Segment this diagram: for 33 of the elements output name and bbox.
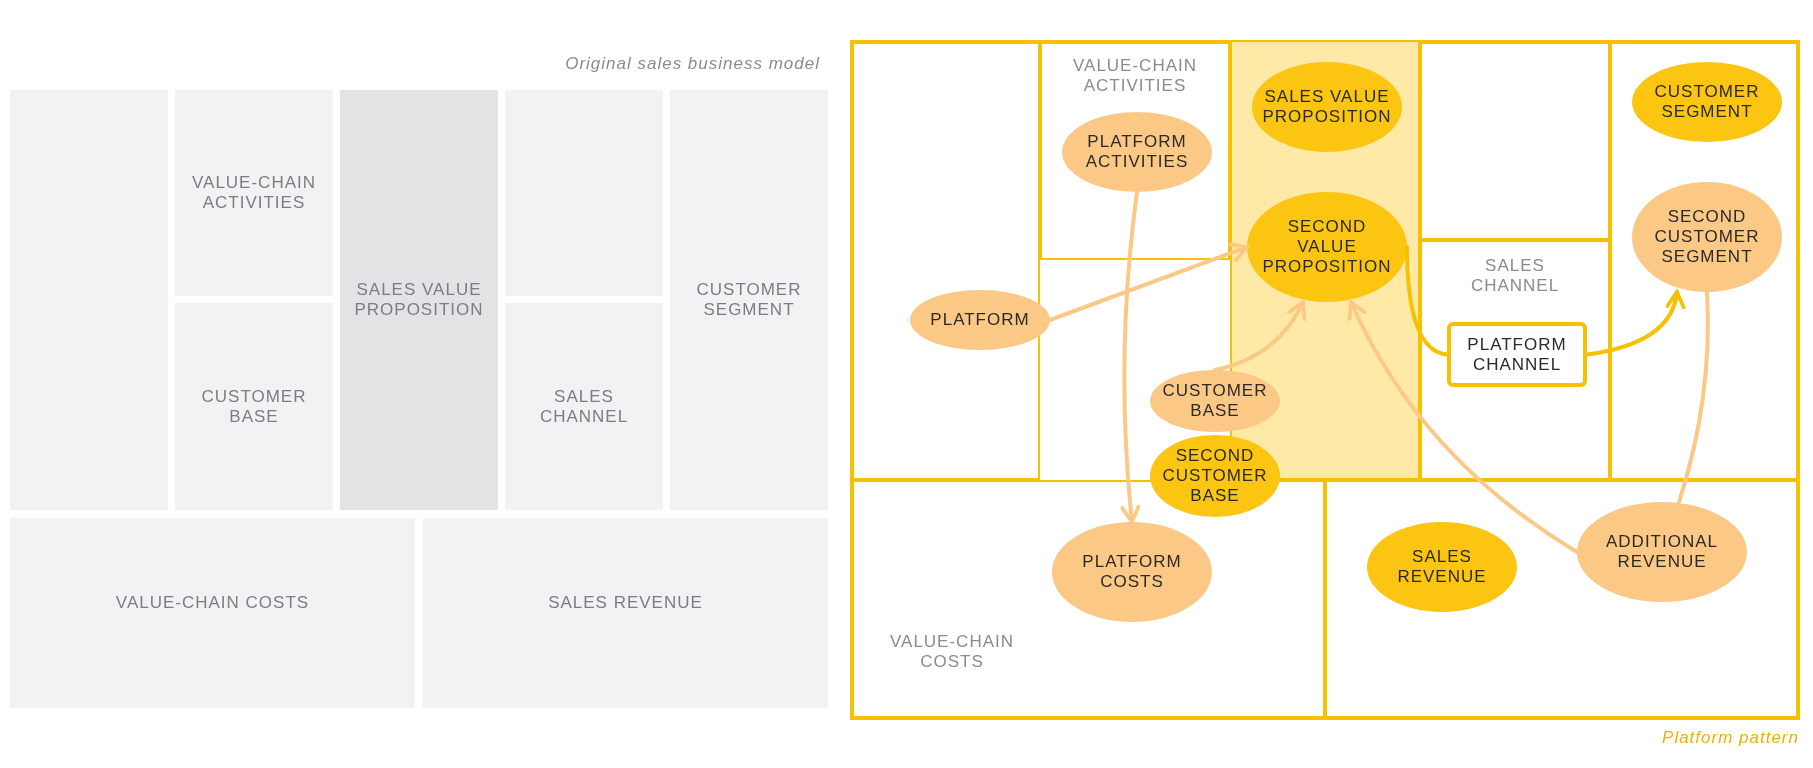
arrow bbox=[1585, 290, 1685, 357]
cell-label: SALES VALUE PROPOSITION bbox=[354, 280, 484, 320]
idea-blob: SECOND CUSTOMER SEGMENT bbox=[1632, 182, 1782, 292]
arrow bbox=[1120, 190, 1141, 524]
canvas-cell bbox=[340, 90, 498, 510]
idea-blob: PLATFORM COSTS bbox=[1052, 522, 1212, 622]
cell-label: CUSTOMER BASE bbox=[200, 386, 308, 427]
idea-blob: SECOND VALUE PROPOSITION bbox=[1247, 192, 1407, 302]
idea-blob: PLATFORM ACTIVITIES bbox=[1062, 112, 1212, 192]
arrow bbox=[1048, 242, 1249, 322]
idea-blob: SECOND CUSTOMER BASE bbox=[1150, 435, 1280, 517]
canvas-cell bbox=[1420, 240, 1610, 480]
channel-box: PLATFORM CHANNEL bbox=[1447, 322, 1587, 387]
idea-blob: PLATFORM bbox=[910, 290, 1050, 350]
arrow bbox=[1213, 300, 1306, 372]
cell-label: VALUE-CHAIN ACTIVITIES bbox=[190, 173, 317, 213]
canvas-heading: Original sales business model bbox=[565, 54, 820, 74]
cell-label: SALES REVENUE bbox=[547, 593, 704, 613]
cell-label: SALES CHANNEL bbox=[1469, 256, 1561, 296]
idea-blob: ADDITIONAL REVENUE bbox=[1577, 502, 1747, 602]
idea-blob: CUSTOMER BASE bbox=[1150, 370, 1280, 432]
connector-line bbox=[1405, 245, 1449, 357]
cell-label: CUSTOMER SEGMENT bbox=[695, 280, 803, 320]
idea-blob: SALES VALUE PROPOSITION bbox=[1252, 62, 1402, 152]
idea-blob: CUSTOMER SEGMENT bbox=[1632, 62, 1782, 142]
cell-label: VALUE-CHAIN COSTS bbox=[888, 632, 1015, 672]
connector-line bbox=[1677, 290, 1710, 504]
cell-label: VALUE-CHAIN COSTS bbox=[114, 593, 311, 613]
cell-label: SALES CHANNEL bbox=[538, 386, 630, 427]
idea-blob: SALES REVENUE bbox=[1367, 522, 1517, 612]
arrow bbox=[1348, 300, 1579, 554]
canvas-heading: Platform pattern bbox=[1662, 728, 1799, 748]
cell-label: VALUE-CHAIN ACTIVITIES bbox=[1072, 56, 1198, 96]
